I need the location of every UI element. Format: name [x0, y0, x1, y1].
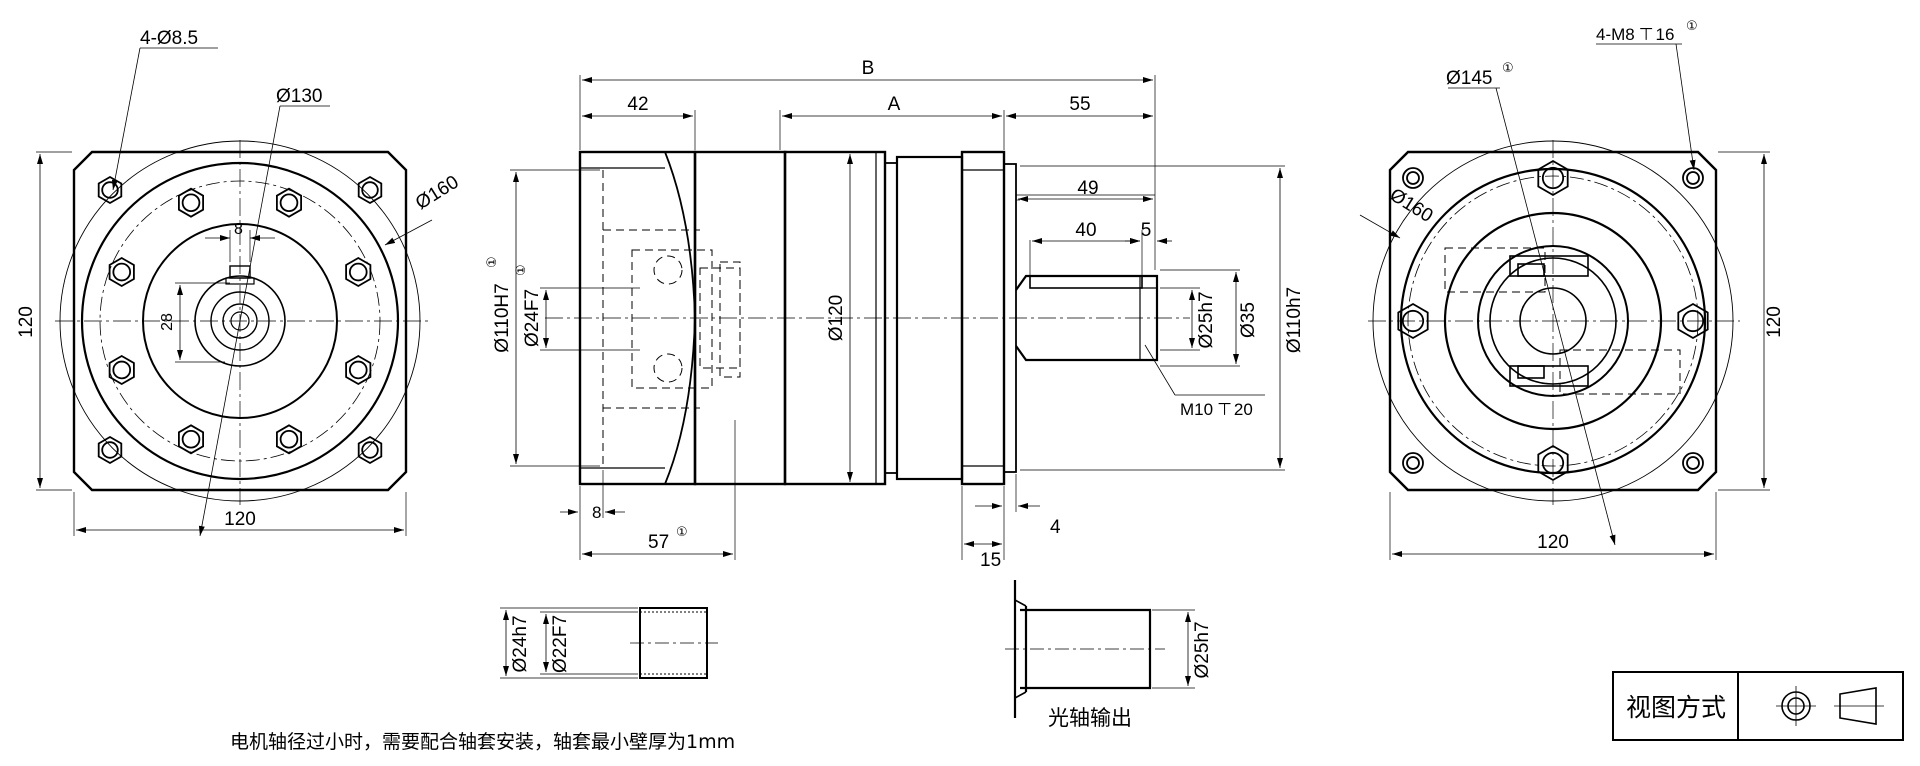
- bolt-hole-icon: [279, 193, 299, 213]
- hex-bolt-icon: [1397, 302, 1429, 340]
- bolt-hole-icon: [181, 429, 201, 449]
- dim-15-label: 15: [980, 550, 1001, 571]
- flange-110h7-label: Ø110h7: [1284, 287, 1305, 353]
- left-key-width-label: 8: [234, 221, 243, 238]
- right-holes-note: ①: [1686, 18, 1698, 33]
- sleeve-view: [500, 607, 718, 679]
- left-key-height-label: 28: [159, 313, 176, 331]
- corner-tapped-hole-inner-icon: [1686, 456, 1700, 470]
- bolt-hole-icon: [181, 193, 201, 213]
- corner-tapped-hole-icon: [1402, 452, 1424, 474]
- hex-bolt-icon: [357, 175, 383, 205]
- shaft-35-label: Ø35: [1238, 302, 1259, 338]
- shaft-25h7-label: Ø25h7: [1196, 291, 1217, 348]
- hex-bolt-icon: [97, 175, 123, 205]
- left-height-label: 120: [16, 306, 37, 338]
- pilot-note: ①: [484, 256, 499, 268]
- sleeve-labels: Ø24h7 Ø22F7: [510, 615, 571, 673]
- hex-bolt-icon: [97, 435, 123, 465]
- view-method-label: 视图方式: [1626, 693, 1726, 722]
- bolt-hole-icon: [101, 441, 119, 459]
- hex-bolt-icon: [357, 435, 383, 465]
- right-width-label: 120: [1537, 532, 1569, 553]
- side-shaft-key: [1029, 275, 1143, 289]
- left-view: [36, 47, 433, 537]
- sleeve-outer-label: Ø24h7: [510, 615, 531, 672]
- dim-4-label: 4: [1050, 517, 1061, 538]
- corner-tapped-hole-icon: [1682, 167, 1704, 189]
- dim-57-label: 57: [648, 532, 669, 553]
- right-square-outline: [1388, 150, 1718, 492]
- corner-tapped-hole-icon: [1682, 452, 1704, 474]
- left-holes-label: 4-Ø8.5: [140, 28, 198, 49]
- bottom-note: 电机轴径过小时，需要配合轴套安装，轴套最小壁厚为1mm: [230, 731, 735, 753]
- hex-bolt-icon: [275, 424, 303, 455]
- smooth-shaft-view: [1005, 580, 1195, 718]
- bolt-hole-icon: [279, 429, 299, 449]
- left-width-label: 120: [224, 509, 256, 530]
- right-height-label: 120: [1764, 306, 1785, 338]
- hex-bolt-icon: [108, 354, 135, 386]
- hex-bolt-icon: [1537, 159, 1569, 197]
- length-A-label: A: [888, 94, 901, 115]
- bore-note: ①: [513, 264, 528, 276]
- bore-24F7-label: Ø24F7: [522, 289, 543, 347]
- smooth-shaft-caption: 光轴输出: [1048, 706, 1132, 730]
- bolt-hole-icon: [348, 262, 368, 282]
- left-pcd-130-label: Ø130: [276, 86, 322, 107]
- corner-tapped-hole-inner-icon: [1406, 171, 1420, 185]
- left-square-outline: [72, 150, 408, 492]
- hex-bolt-icon: [1677, 302, 1709, 340]
- overall-B-label: B: [862, 58, 875, 79]
- bolt-hole-icon: [361, 441, 379, 459]
- shaft-55-label: 55: [1069, 94, 1090, 115]
- smooth-shaft-label: Ø25h7: [1192, 621, 1213, 678]
- right-view-labels: 4-M8⊤16 ① Ø145 ① Ø160 120 120: [1386, 18, 1785, 553]
- corner-tapped-hole-icon: [1402, 167, 1424, 189]
- hex-bolt-icon: [345, 256, 372, 288]
- bolt-hole-icon: [348, 360, 368, 380]
- bolt-hole-icon: [361, 181, 379, 199]
- hex-bolt-icon: [177, 424, 205, 455]
- shaft-49-label: 49: [1077, 178, 1098, 199]
- view-method-box: [1612, 671, 1904, 741]
- motor-42-label: 42: [627, 94, 648, 115]
- hex-bolt-icon: [177, 187, 205, 218]
- shaft-40-label: 40: [1075, 220, 1096, 241]
- bolt-hole-icon: [1541, 166, 1565, 190]
- sleeve-inner-label: Ø22F7: [550, 615, 571, 673]
- bolt-hole-icon: [101, 181, 119, 199]
- hex-bolt-icon: [345, 354, 372, 386]
- side-view: [510, 75, 1285, 560]
- shaft-5-label: 5: [1141, 220, 1152, 241]
- hex-bolt-icon: [1537, 444, 1569, 482]
- left-view-labels: 4-Ø8.5 Ø130 Ø160 8 28 120 120: [16, 28, 463, 530]
- right-pcd-145-note: ①: [1502, 60, 1514, 75]
- corner-tapped-hole-inner-icon: [1686, 171, 1700, 185]
- corner-tapped-hole-inner-icon: [1406, 456, 1420, 470]
- right-holes-label: 4-M8⊤16: [1596, 25, 1674, 44]
- hex-bolt-icon: [108, 256, 135, 288]
- left-bolt-pattern: [97, 175, 383, 465]
- bolt-hole-icon: [112, 262, 132, 282]
- thread-label: M10⊤20: [1180, 400, 1253, 419]
- smooth-shaft-labels: Ø25h7 光轴输出: [1048, 621, 1213, 730]
- first-angle-circle-icon: [1776, 686, 1816, 726]
- bolt-hole-icon: [112, 360, 132, 380]
- right-pcd-145-label: Ø145: [1446, 68, 1492, 89]
- right-view: [1359, 43, 1770, 560]
- pilot-110H7-label: Ø110H7: [492, 283, 513, 352]
- projection-cone-icon: [1834, 687, 1884, 725]
- dim-57-note: ①: [676, 524, 688, 539]
- left-pcd-160-label: Ø160: [412, 172, 463, 214]
- body-120-label: Ø120: [826, 295, 847, 341]
- hex-bolt-icon: [275, 187, 303, 218]
- dim-8-label: 8: [592, 503, 601, 522]
- side-view-labels: B 42 A 55 49 40 5 Ø110H7 ① Ø24F7 ① Ø120 …: [484, 58, 1305, 571]
